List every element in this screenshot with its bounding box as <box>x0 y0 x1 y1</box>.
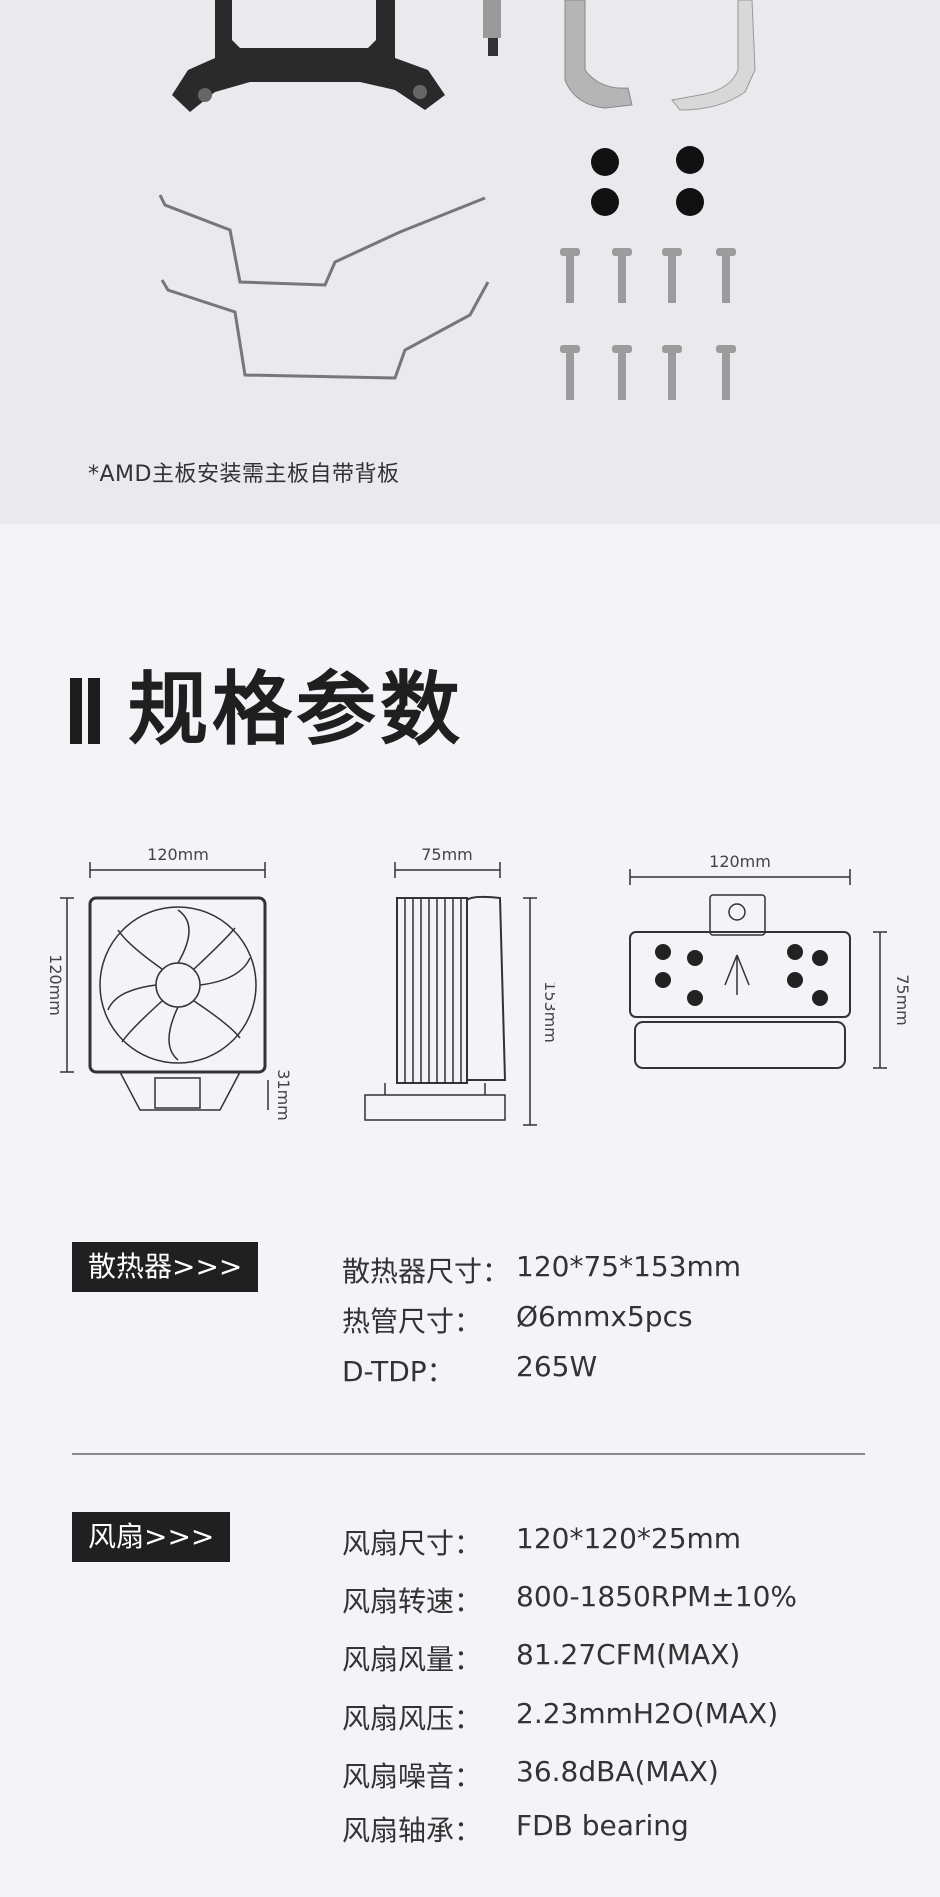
rubber-grommets <box>591 146 704 216</box>
spec-key: 风扇风量： <box>342 1643 483 1676</box>
spec-value: 120*75*153mm <box>516 1250 742 1283</box>
fan-tag: 风扇>>> <box>72 1512 231 1562</box>
side-width-label: 75mm <box>421 845 473 864</box>
wire-clips <box>158 194 490 380</box>
title-bar-icon <box>88 678 100 744</box>
spec-value: 800-1850RPM±10% <box>516 1580 797 1613</box>
heatsink-tag: 散热器>>> <box>72 1242 259 1292</box>
spec-value: Ø6mmx5pcs <box>516 1300 693 1333</box>
side-view-diagram: 75mm 153mm <box>364 845 555 1126</box>
accessories-illustration <box>158 0 756 400</box>
screws <box>560 248 736 400</box>
page-title: 规格参数 <box>128 663 464 756</box>
heatpipe-holes <box>655 944 828 1006</box>
spec-value: 36.8dBA(MAX) <box>516 1755 719 1788</box>
front-height-label: 120mm <box>50 954 65 1016</box>
clip-right <box>671 0 756 111</box>
section-divider <box>72 1453 865 1455</box>
top-view-diagram: 120mm 75mm <box>629 852 912 1069</box>
spec-value: 81.27CFM(MAX) <box>516 1638 741 1671</box>
mounting-bracket <box>172 0 445 112</box>
top-depth-label: 75mm <box>893 974 912 1026</box>
spec-key: 散热器尺寸： <box>342 1255 511 1288</box>
screwdriver-bit <box>483 0 501 56</box>
side-height-label: 153mm <box>541 981 555 1043</box>
spec-key: 风扇转速： <box>342 1585 483 1618</box>
clip-left <box>564 0 633 109</box>
spec-value: FDB bearing <box>516 1809 689 1842</box>
amd-note: *AMD主板安装需主板自带背板 <box>88 462 400 487</box>
spec-value: 2.23mmH2O(MAX) <box>516 1697 779 1730</box>
title-bar-icon <box>70 678 82 744</box>
spec-key: 风扇风压： <box>342 1702 483 1735</box>
spec-key: D-TDP： <box>342 1355 455 1388</box>
spec-key: 风扇尺寸： <box>342 1527 483 1560</box>
accessories-photo: *AMD主板安装需主板自带背板 <box>0 0 940 524</box>
spec-value: 265W <box>516 1350 598 1383</box>
front-base-label: 31mm <box>274 1069 290 1120</box>
spec-value: 120*120*25mm <box>516 1522 742 1555</box>
front-view-diagram: 120mm 120mm 31mm <box>50 845 290 1120</box>
front-width-label: 120mm <box>147 845 209 864</box>
spec-key: 风扇轴承： <box>342 1814 483 1847</box>
spec-key: 热管尺寸： <box>342 1305 483 1338</box>
top-width-label: 120mm <box>709 852 771 871</box>
spec-key: 风扇噪音： <box>342 1760 483 1793</box>
